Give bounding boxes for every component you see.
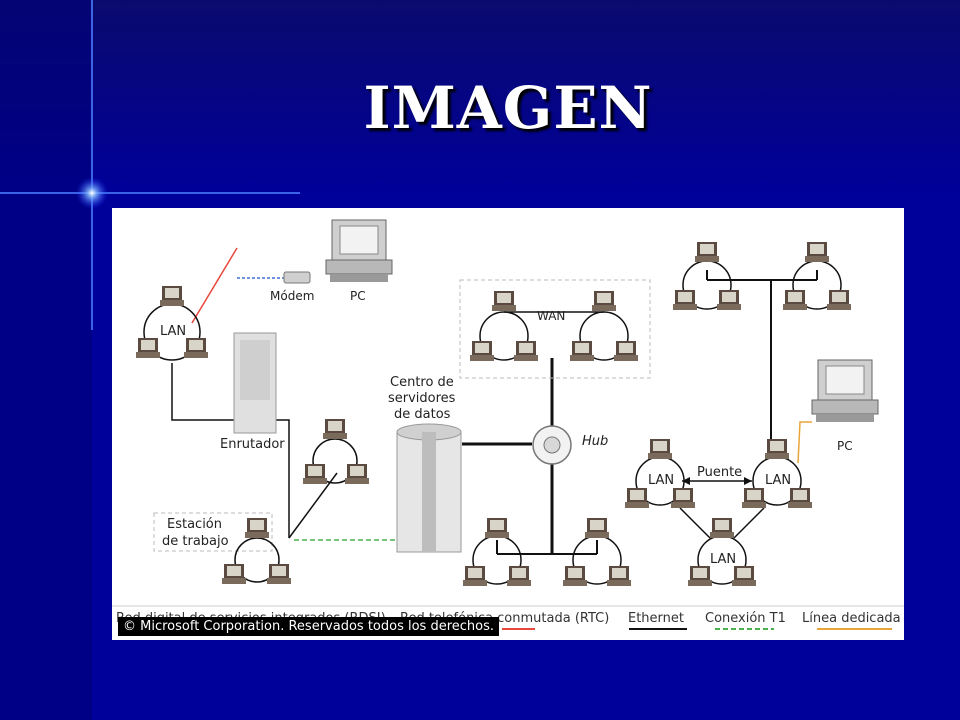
server-label-line3: de datos — [394, 407, 451, 422]
lan-bridge-left-label: LAN — [648, 473, 674, 488]
modem-label: Módem — [270, 289, 314, 303]
server-center-device: Centro de servidores de datos — [388, 375, 462, 553]
lan-bottom-label: LAN — [710, 552, 736, 567]
connection-lines — [171, 247, 818, 555]
workstation-label-line1: Estación — [167, 517, 222, 532]
pc-top-device: PC — [325, 219, 393, 303]
hub-device: Hub — [532, 425, 608, 465]
legend-dedicated-label: Línea dedicada — [802, 611, 901, 626]
legend-t1-label: Conexión T1 — [705, 611, 786, 626]
lan-mid-group — [303, 419, 369, 484]
bridge-label: Puente — [697, 465, 742, 480]
bridge-group: LAN LAN Puente — [625, 439, 812, 508]
server-label-line1: Centro de — [390, 375, 454, 390]
legend-ethernet-label: Ethernet — [628, 611, 684, 626]
server-label-line2: servidores — [388, 391, 456, 406]
lan-left-label: LAN — [160, 324, 186, 339]
lan-top-right-group — [673, 242, 851, 310]
lan-bridge-right-label: LAN — [765, 473, 791, 488]
pc-top-label: PC — [350, 289, 366, 303]
network-diagram: LAN Módem PC Enrutador — [112, 208, 904, 640]
router-device: Enrutador — [220, 332, 285, 452]
pc-right-label: PC — [837, 439, 853, 453]
lan-bottom-pair — [463, 518, 631, 586]
star-flare-decoration — [0, 0, 300, 330]
wan-label: WAN — [537, 309, 565, 323]
hub-label: Hub — [582, 434, 608, 449]
lan-left-group: LAN — [136, 286, 208, 361]
workstation-group: Estación de trabajo — [153, 512, 291, 584]
wan-group: WAN — [459, 279, 651, 379]
lan-bottom-right-group: LAN — [688, 518, 756, 586]
slide-title: IMAGEN — [363, 74, 653, 142]
modem-device: Módem — [270, 271, 314, 303]
copyright-notice: © Microsoft Corporation. Reservados todo… — [118, 617, 500, 636]
pc-right-device: PC — [811, 359, 879, 453]
workstation-label-line2: de trabajo — [162, 534, 229, 549]
router-label: Enrutador — [220, 437, 285, 452]
